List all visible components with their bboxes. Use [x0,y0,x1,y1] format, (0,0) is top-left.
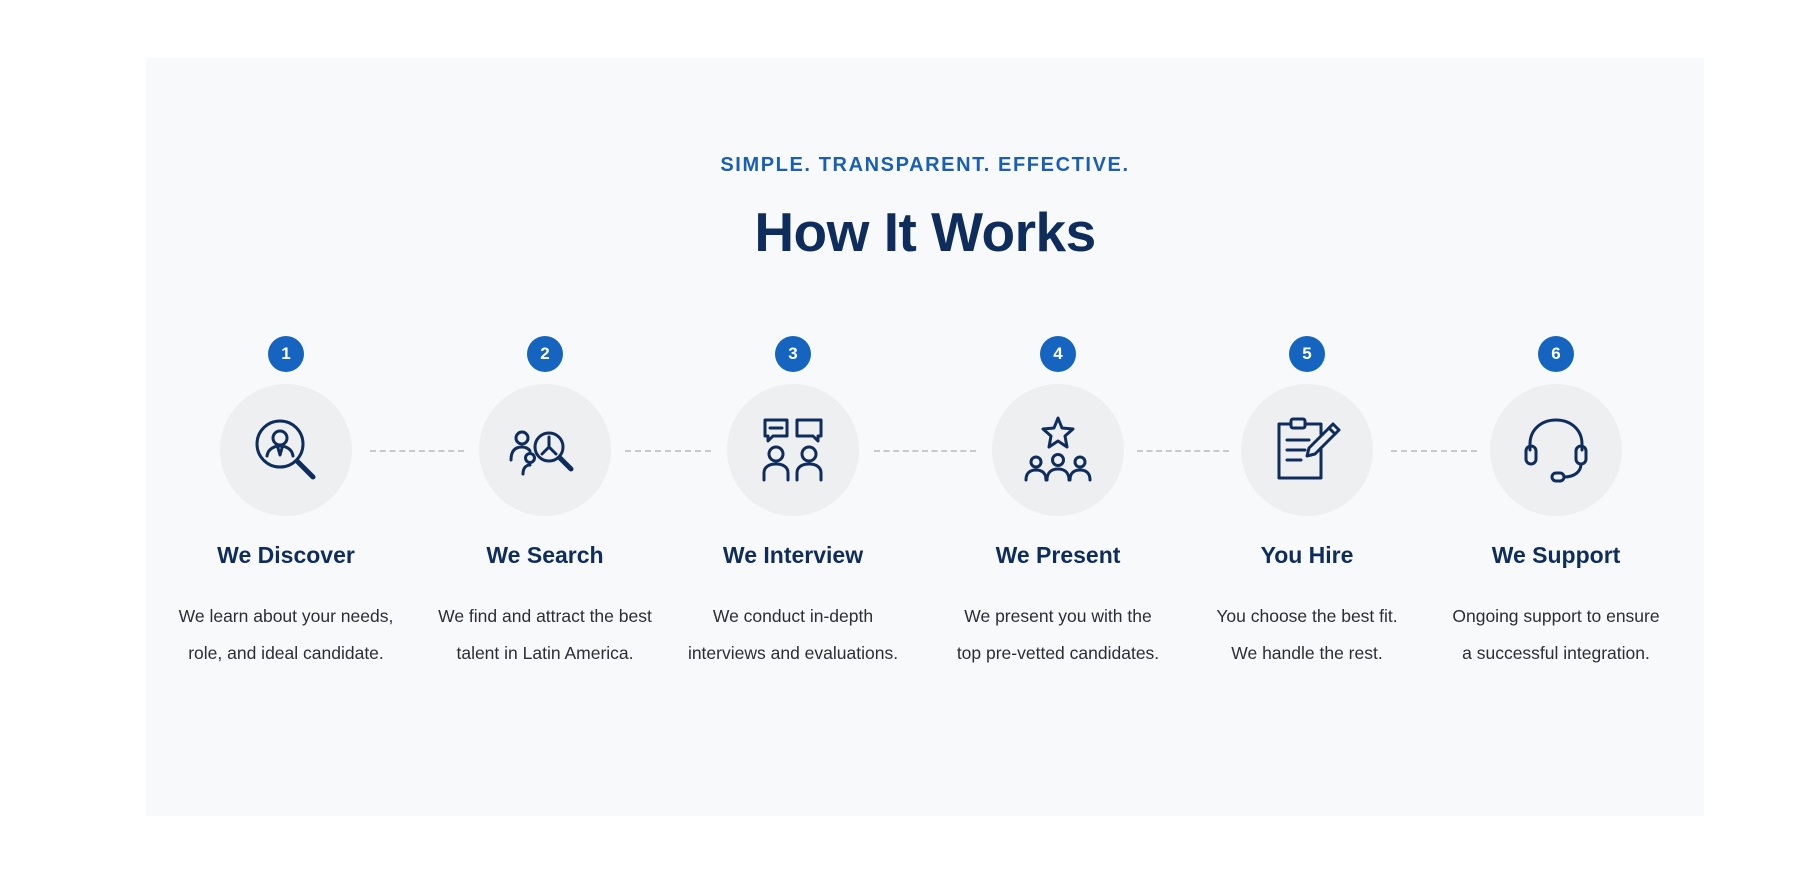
step-you-hire: 5 You Hire You choose the best fit. We h… [1187,58,1427,816]
step-number-badge: 2 [527,336,563,372]
people-clock-search-icon [509,430,574,476]
step-description-line: top pre-vetted candidates. [956,643,1160,663]
step-description: We learn about your needs, role, and ide… [166,598,406,672]
step-connector [370,450,464,452]
step-number-badge: 5 [1289,336,1325,372]
step-icon-circle [479,384,611,516]
step-connector [874,450,976,452]
step-description-line: role, and ideal candidate. [188,643,384,663]
step-description-line: talent in Latin America. [456,643,634,663]
step-description-line: Ongoing support to ensure [1452,606,1660,626]
step-title: We Interview [722,542,864,568]
step-description: We find and attract the best talent in L… [425,598,665,672]
step-description-line: a successful integration. [1462,643,1650,663]
step-description-line: We handle the rest. [1231,643,1383,663]
step-number-badge: 6 [1538,336,1574,372]
step-title: We Search [486,542,604,568]
step-we-present: 4 We Present We present you with the top… [938,58,1178,816]
interview-chat-icon [762,418,823,482]
step-icon-circle [727,384,859,516]
document-pen-icon [1277,417,1341,480]
step-number-badge: 4 [1040,336,1076,372]
step-connector [1391,450,1477,452]
step-description: We present you with the top pre-vetted c… [938,598,1178,672]
step-we-search: 2 We Search We find and attract the best… [425,58,665,816]
step-description: We conduct in-depth interviews and evalu… [673,598,913,672]
step-description: You choose the best fit. We handle the r… [1187,598,1427,672]
step-title: We Present [995,542,1121,568]
step-title: You Hire [1260,542,1354,568]
headset-icon [1524,418,1588,483]
step-we-interview: 3 We Interview We conduct in-depth inter… [673,58,913,816]
person-magnifier-icon [255,419,316,480]
step-description-line: We present you with the [964,606,1152,626]
step-number-badge: 1 [268,336,304,372]
section-eyebrow: SIMPLE. TRANSPARENT. EFFECTIVE. [720,154,1130,176]
section-title: How It Works [754,201,1096,263]
step-description-line: We find and attract the best [438,606,652,626]
step-we-support: 6 We Support Ongoing support to ensure a… [1436,58,1676,816]
step-icon-circle [1241,384,1373,516]
step-we-discover: 1 We Discover We learn about your needs,… [166,58,406,816]
step-number-badge: 3 [775,336,811,372]
step-icon-circle [992,384,1124,516]
step-description-line: We conduct in-depth [712,606,874,626]
step-title: We Support [1491,542,1621,568]
step-description-line: We learn about your needs, [178,606,394,626]
step-description: Ongoing support to ensure a successful i… [1436,598,1676,672]
step-connector [1137,450,1229,452]
step-title: We Discover [217,542,355,568]
star-team-icon [1024,416,1092,482]
step-connector [625,450,711,452]
step-icon-circle [1490,384,1622,516]
step-description-line: interviews and evaluations. [687,643,899,663]
step-description-line: You choose the best fit. [1216,606,1398,626]
how-it-works-section: SIMPLE. TRANSPARENT. EFFECTIVE. How It W… [146,58,1704,816]
step-icon-circle [220,384,352,516]
